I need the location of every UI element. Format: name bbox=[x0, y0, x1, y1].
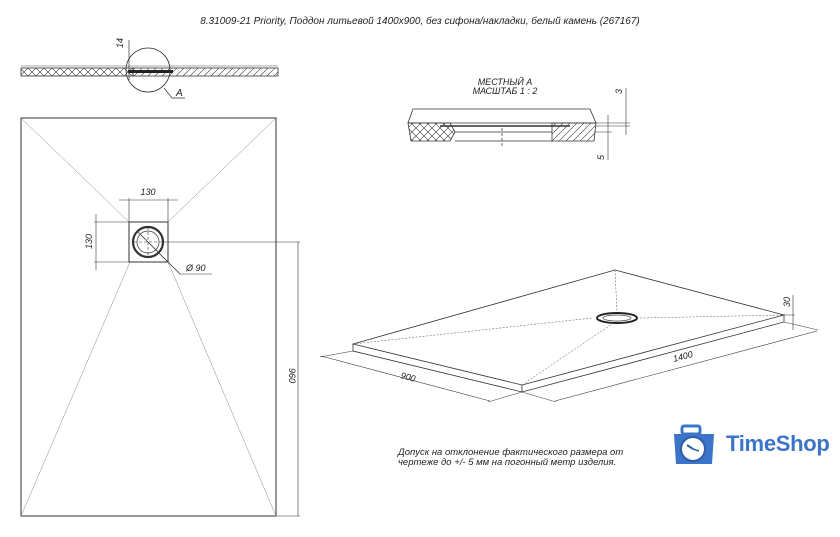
dim-thickness: 14 bbox=[115, 38, 125, 48]
dim-iso-width: 900 bbox=[399, 370, 416, 384]
tolerance-note: Допуск на отклонение фактического размер… bbox=[398, 448, 668, 468]
drawing-title: 8.31009-21 Priority, Поддон литьевой 140… bbox=[200, 16, 640, 27]
detail-heading-2: МАСШТАБ 1 : 2 bbox=[473, 86, 538, 96]
dim-length: 960 bbox=[287, 368, 297, 383]
section-view: 14 A bbox=[20, 38, 279, 99]
timeshop-logo[interactable]: TimeShop bbox=[668, 424, 833, 468]
logo-text: TimeShop bbox=[726, 431, 830, 456]
note-line-2: чертеже до +/- 5 мм на погонный метр изд… bbox=[398, 457, 617, 468]
dim-drain-diameter: Ø 90 bbox=[185, 263, 206, 273]
plan-view: Ø 90 130 130 960 bbox=[20, 117, 300, 517]
clock-bag-icon bbox=[674, 424, 714, 464]
detail-heading-1: МЕСТНЫЙ А bbox=[478, 76, 533, 87]
dim-drain-height: 130 bbox=[84, 234, 94, 249]
iso-view: 900 1400 30 bbox=[319, 269, 819, 403]
detail-view: МЕСТНЫЙ А МАСШТАБ 1 : 2 3 5 bbox=[407, 76, 630, 160]
dim-drain-width: 130 bbox=[140, 187, 155, 197]
dim-iso-height: 30 bbox=[782, 297, 792, 307]
dim-detail-top: 3 bbox=[614, 89, 624, 94]
dim-detail-bottom: 5 bbox=[596, 154, 606, 160]
note-line-1: Допуск на отклонение фактического размер… bbox=[398, 447, 624, 458]
callout-label: A bbox=[175, 88, 183, 99]
